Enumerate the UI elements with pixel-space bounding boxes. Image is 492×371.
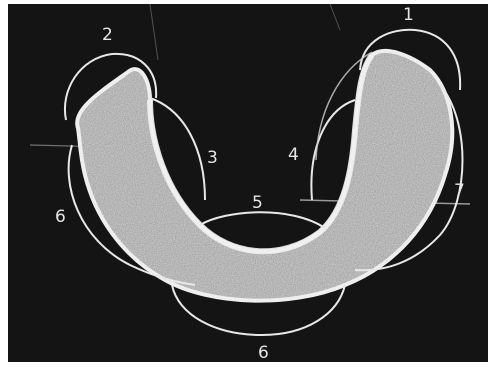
arch-band (77, 51, 452, 301)
label-2: 2 (102, 25, 113, 45)
label-4: 4 (288, 145, 299, 165)
label-7: 7 (454, 181, 465, 201)
label-6-left: 6 (55, 207, 66, 227)
label-1: 1 (403, 5, 414, 25)
label-6-bottom: 6 (258, 343, 269, 363)
guide-line (330, 4, 340, 30)
label-3: 3 (207, 148, 218, 168)
label-5: 5 (252, 193, 263, 213)
guide-line (150, 4, 158, 60)
arc-5 (200, 212, 325, 228)
